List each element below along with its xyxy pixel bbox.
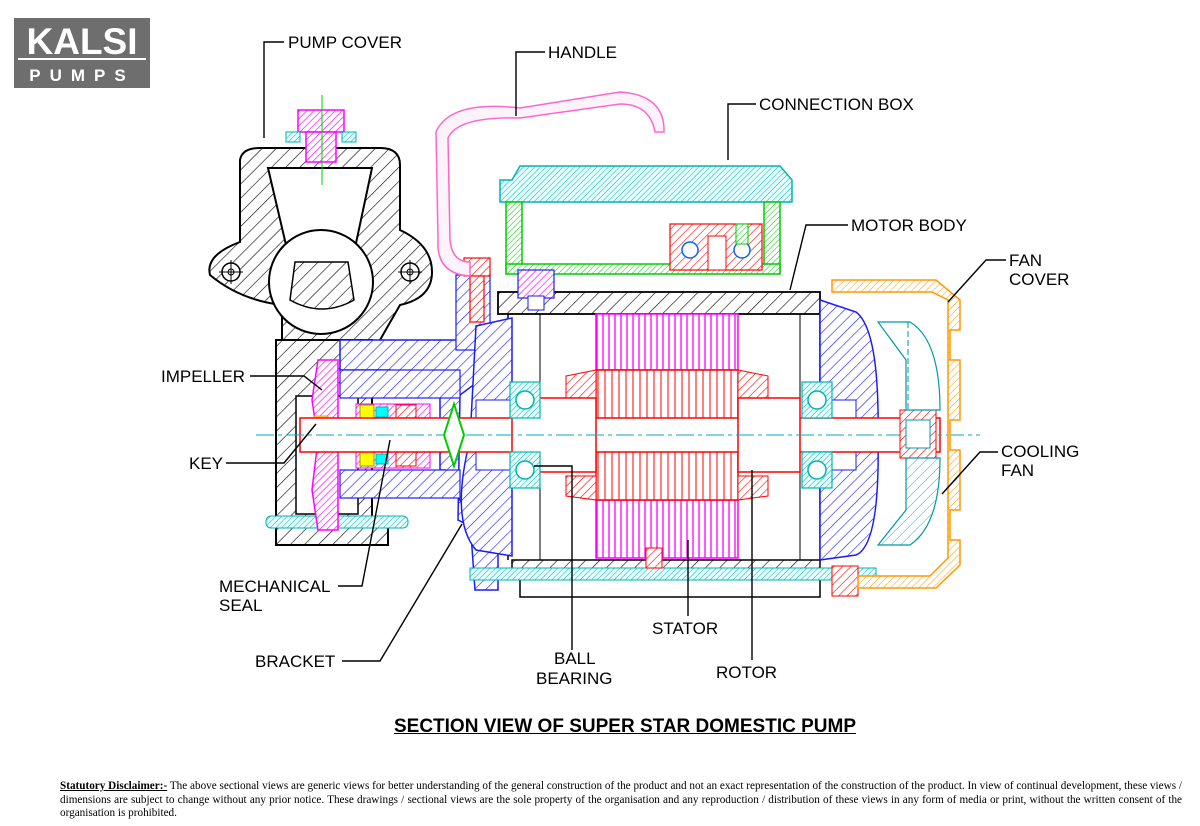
label-bracket: BRACKET bbox=[255, 652, 335, 671]
connection-box bbox=[499, 165, 793, 311]
handle-leader bbox=[515, 51, 545, 116]
label-impeller: IMPELLER bbox=[161, 367, 245, 386]
disclaimer-heading: Statutory Disclaimer:- bbox=[60, 780, 168, 792]
mechanical-seal-leader bbox=[338, 439, 391, 587]
fan-cover-leader bbox=[947, 259, 1006, 303]
label-fan-cover-line2: COVER bbox=[1009, 270, 1069, 289]
stator bbox=[595, 313, 739, 569]
pump-section-diagram: PUMP COVER HANDLE CONNECTION BOX MOTOR B… bbox=[161, 33, 1079, 688]
kalsi-pumps-logo: KALSI PUMPS bbox=[14, 18, 150, 88]
label-handle: HANDLE bbox=[548, 43, 617, 62]
pump-cover bbox=[208, 95, 434, 353]
label-motor-body: MOTOR BODY bbox=[851, 216, 967, 235]
ball-bearing-leader bbox=[534, 465, 573, 650]
shaft bbox=[256, 397, 980, 473]
ball-bearing-right bbox=[801, 381, 833, 489]
label-cooling-fan-line2: FAN bbox=[1001, 461, 1034, 480]
cooling-fan bbox=[876, 321, 941, 546]
leader-lines bbox=[226, 41, 1006, 662]
ball-bearing-left bbox=[509, 381, 541, 489]
label-rotor: ROTOR bbox=[716, 663, 777, 682]
label-connection-box: CONNECTION BOX bbox=[759, 95, 914, 114]
logo-line1: KALSI bbox=[27, 21, 138, 62]
handle bbox=[435, 91, 665, 277]
statutory-disclaimer: Statutory Disclaimer:- The above section… bbox=[60, 780, 1182, 821]
fan-cover bbox=[831, 279, 961, 589]
label-fan-cover-line1: FAN bbox=[1009, 251, 1042, 270]
label-ball-bearing-line2: BEARING bbox=[536, 669, 613, 688]
bracket-leader bbox=[342, 523, 463, 662]
logo-line2: PUMPS bbox=[29, 66, 134, 85]
label-key: KEY bbox=[189, 454, 223, 473]
label-mechanical-seal-line2: SEAL bbox=[219, 596, 262, 615]
disclaimer-text: The above sectional views are generic vi… bbox=[60, 780, 1182, 819]
label-ball-bearing-line1: BALL bbox=[554, 649, 596, 668]
labels: PUMP COVER HANDLE CONNECTION BOX MOTOR B… bbox=[161, 33, 1079, 688]
label-mechanical-seal-line1: MECHANICAL bbox=[219, 577, 330, 596]
cooling-fan-leader bbox=[941, 451, 998, 495]
label-pump-cover: PUMP COVER bbox=[288, 33, 402, 52]
key-leader bbox=[226, 423, 317, 464]
connection-box-leader bbox=[727, 103, 756, 160]
motor-body-leader bbox=[789, 224, 848, 291]
diagram-title: SECTION VIEW OF SUPER STAR DOMESTIC PUMP bbox=[393, 716, 856, 737]
label-stator: STATOR bbox=[652, 619, 718, 638]
pump-cover-leader bbox=[263, 41, 284, 138]
label-cooling-fan-line1: COOLING bbox=[1001, 442, 1079, 461]
impeller-leader bbox=[250, 375, 323, 391]
